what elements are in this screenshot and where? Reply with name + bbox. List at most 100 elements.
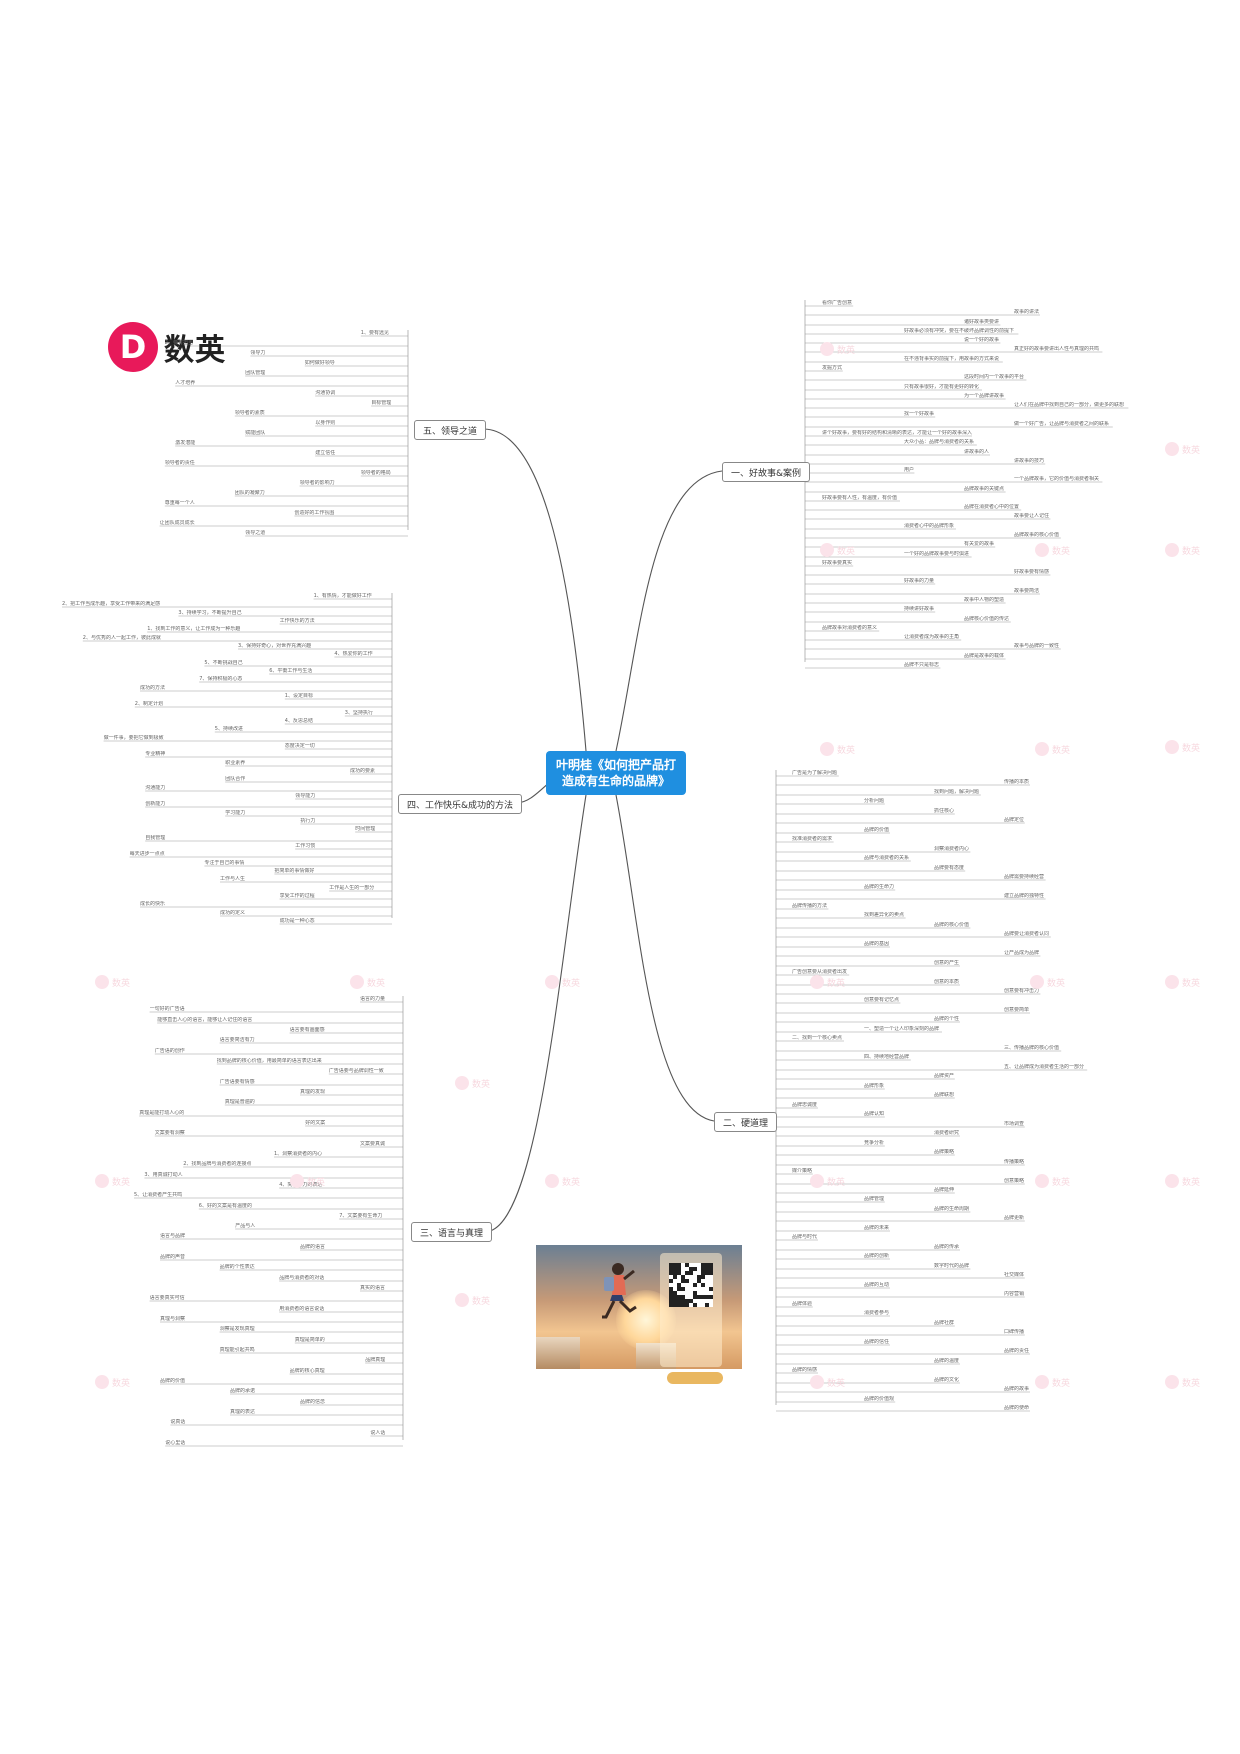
map-node[interactable]: 广告语要与品牌调性一致 <box>328 1068 384 1074</box>
map-node[interactable]: 说人话 <box>370 1430 386 1436</box>
map-node[interactable]: 讲故事的技巧 <box>1014 458 1045 464</box>
map-node[interactable]: 一个品牌故事，它的价值与消费者相关 <box>1014 476 1100 482</box>
map-node[interactable]: 竞争分析 <box>864 1140 885 1146</box>
map-node[interactable]: 内容营销 <box>1004 1291 1025 1297</box>
map-node[interactable]: 四、持续地经营品牌 <box>864 1054 910 1060</box>
map-node[interactable]: 诸好故事类要讲 <box>964 319 1000 325</box>
map-node[interactable]: 好故事必须有冲突，要在不破坏品牌调性的前提下 <box>904 328 1015 334</box>
map-node[interactable]: 5、让消费者产生共鸣 <box>134 1192 183 1198</box>
map-node[interactable]: 品牌策略 <box>934 1149 955 1155</box>
map-node[interactable]: 一句好的广告语 <box>149 1006 185 1012</box>
map-node[interactable]: 品牌资产 <box>934 1073 955 1079</box>
map-node[interactable]: 成功的定义 <box>220 910 246 916</box>
map-node[interactable]: 执行力 <box>300 818 316 824</box>
map-node[interactable]: 找到品牌的核心价值，用最简单的语言表达出来 <box>216 1058 322 1064</box>
map-node[interactable]: 尊重每一个人 <box>164 500 195 506</box>
map-node[interactable]: 2、与优秀的人一起工作，彼此成就 <box>82 635 161 641</box>
map-node[interactable]: 领导者的格局 <box>360 470 391 476</box>
map-node[interactable]: 说一个好的故事 <box>964 337 1000 343</box>
map-node[interactable]: 故事中人物的塑造 <box>964 597 1005 603</box>
map-node[interactable]: 成功的要素 <box>350 768 376 774</box>
map-node[interactable]: 品牌的价值 <box>160 1378 186 1384</box>
map-node[interactable]: 成功的方法 <box>140 685 166 691</box>
map-node[interactable]: 工作习惯 <box>295 843 316 849</box>
map-node[interactable]: 态度决定一切 <box>284 743 315 749</box>
map-node[interactable]: 故事要简洁 <box>1014 588 1040 594</box>
map-node[interactable]: 品牌的使命 <box>1004 1405 1030 1411</box>
map-node[interactable]: 好故事要真实 <box>822 560 853 566</box>
map-node[interactable]: 领导者的责任 <box>164 460 195 466</box>
map-node[interactable]: 4、热爱你的工作 <box>334 651 373 657</box>
map-node[interactable]: 5、持续改进 <box>214 726 243 732</box>
map-node[interactable]: 真实的语言 <box>360 1285 386 1291</box>
map-node[interactable]: 职业素养 <box>225 760 246 766</box>
map-node[interactable]: 品牌延伸 <box>934 1187 955 1193</box>
map-node[interactable]: 一个好的品牌故事要与时俱进 <box>904 551 970 557</box>
map-node[interactable]: 品牌传播的方法 <box>792 903 828 909</box>
map-node[interactable]: 品牌的生命力 <box>864 884 895 890</box>
map-node[interactable]: 大众小品：品牌与消费者的关系 <box>904 439 975 445</box>
map-node[interactable]: 品牌的基因 <box>864 941 890 947</box>
map-node[interactable]: 分析问题 <box>864 798 885 804</box>
map-node[interactable]: 真理是普遍的 <box>224 1099 255 1105</box>
map-node[interactable]: 品牌的互动 <box>864 1282 890 1288</box>
map-node[interactable]: 3、坚持执行 <box>344 710 373 716</box>
map-node[interactable]: 1、设定目标 <box>284 693 313 699</box>
map-node[interactable]: 消费者参与 <box>864 1310 890 1316</box>
map-node[interactable]: 以身作则 <box>315 420 336 426</box>
map-node[interactable]: 创意的产生 <box>934 960 960 966</box>
map-node[interactable]: 真理是能打动人心的 <box>139 1110 185 1116</box>
map-node[interactable]: 品牌的信任 <box>864 1339 890 1345</box>
map-node[interactable]: 品牌体验 <box>792 1301 813 1307</box>
map-node[interactable]: 品牌社群 <box>934 1320 955 1326</box>
map-node[interactable]: 品牌更新 <box>1004 1215 1025 1221</box>
map-node[interactable]: 品牌的承诺 <box>230 1388 256 1394</box>
map-node[interactable]: 真理的表达 <box>230 1409 256 1415</box>
map-node[interactable]: 让产品成为品牌 <box>1004 950 1040 956</box>
map-node[interactable]: 品牌需要持续经营 <box>1004 874 1045 880</box>
map-node[interactable]: 品牌核心价值的传达 <box>964 616 1010 622</box>
central-topic[interactable]: 叶明桂《如何把产品打造成有生命的品牌》 <box>546 751 686 795</box>
map-node[interactable]: 发掘方式 <box>822 365 843 371</box>
map-node[interactable]: 能够直击人心的语言，能够让人记住的语言 <box>157 1017 253 1023</box>
map-node[interactable]: 传播的本质 <box>1004 779 1030 785</box>
map-node[interactable]: 五、让品牌成为消费者生活的一部分 <box>1004 1064 1085 1070</box>
map-node[interactable]: 品牌是故事的载体 <box>964 653 1005 659</box>
map-node[interactable]: 品牌故事的关键点 <box>964 486 1005 492</box>
map-node[interactable]: 品牌管理 <box>864 1196 885 1202</box>
map-node[interactable]: 品牌要让消费者认同 <box>1004 931 1050 937</box>
map-node[interactable]: 广告语要有情感 <box>219 1079 255 1085</box>
map-node[interactable]: 成长的快乐 <box>140 901 166 907</box>
map-node[interactable]: 工作与人生 <box>220 876 246 882</box>
map-node[interactable]: 领导之道 <box>245 530 266 536</box>
map-node[interactable]: 3、保持好奇心，对世界充满兴趣 <box>238 643 312 649</box>
map-node[interactable]: 2、制定计划 <box>134 701 163 707</box>
map-node[interactable]: 品牌的核心真理 <box>289 1368 325 1374</box>
map-node[interactable]: 时间管理 <box>355 826 376 832</box>
map-node[interactable]: 好故事的力量 <box>904 578 935 584</box>
map-node[interactable]: 品牌故事对消费者的意义 <box>822 625 878 631</box>
map-node[interactable]: 只有故事很好，才能有更好的转化 <box>904 384 980 390</box>
map-node[interactable]: 品牌联想 <box>934 1092 955 1098</box>
map-node[interactable]: 品牌不只是标志 <box>904 662 940 668</box>
map-node[interactable]: 工作是人生的一部分 <box>329 885 375 891</box>
map-node[interactable]: 品牌的价值 <box>864 827 890 833</box>
branch-language-truth[interactable]: 三、语言与真理 <box>411 1222 493 1242</box>
map-node[interactable]: 6、好的文案是有温度的 <box>198 1203 252 1209</box>
map-node[interactable]: 语言与品牌 <box>160 1233 186 1239</box>
map-node[interactable]: 看你广告创意 <box>822 300 853 306</box>
map-node[interactable]: 成功是一种心态 <box>279 918 315 924</box>
map-node[interactable]: 品牌真理 <box>365 1357 386 1363</box>
map-node[interactable]: 三、传播品牌的核心价值 <box>1004 1045 1060 1051</box>
map-node[interactable]: 品牌认知 <box>864 1111 885 1117</box>
map-node[interactable]: 团队的凝聚力 <box>234 490 265 496</box>
map-node[interactable]: 品牌的个性 <box>934 1016 960 1022</box>
map-node[interactable]: 语言要真实可信 <box>149 1295 185 1301</box>
map-node[interactable]: 品牌的个性表达 <box>219 1264 255 1270</box>
map-node[interactable]: 2、把工作当成乐趣，享受工作带来的满足感 <box>62 601 161 607</box>
map-node[interactable]: 学习能力 <box>225 810 246 816</box>
map-node[interactable]: 建立品牌的独特性 <box>1004 893 1045 899</box>
map-node[interactable]: 品牌的核心价值 <box>934 922 970 928</box>
map-node[interactable]: 领导者的影响力 <box>299 480 335 486</box>
map-node[interactable]: 领导者的素质 <box>234 410 265 416</box>
